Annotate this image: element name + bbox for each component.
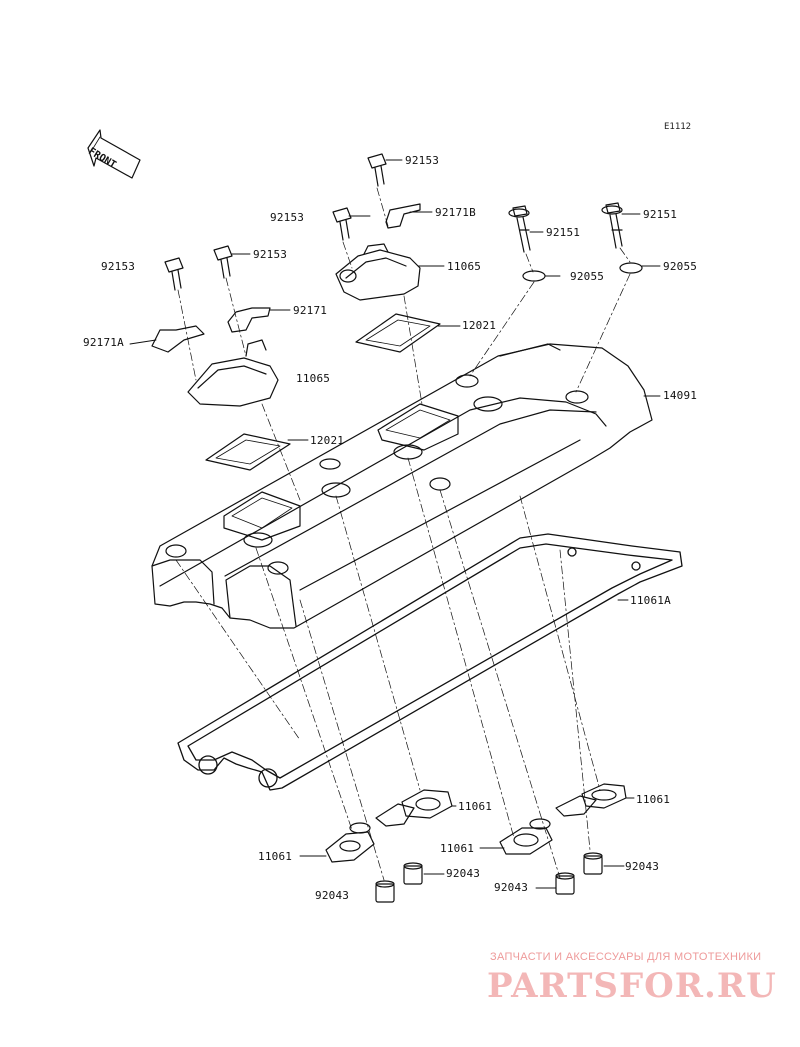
breather-cover-upper <box>335 243 421 301</box>
part-label-92153: 92153 <box>405 154 440 167</box>
part-label-92043: 92043 <box>315 889 350 902</box>
plug-gasket-mid-left <box>375 789 453 827</box>
part-label-92055: 92055 <box>663 260 698 273</box>
part-label-14091: 14091 <box>663 389 698 402</box>
plug-gasket-right <box>555 783 627 817</box>
part-label-11061: 11061 <box>458 800 493 813</box>
breather-gasket-upper <box>355 313 441 353</box>
clamp-92171 <box>227 307 271 333</box>
part-label-92151: 92151 <box>546 226 581 239</box>
watermark-logo: PARTSFOR.RU <box>487 966 777 1006</box>
clamp-92171A <box>151 325 205 353</box>
part-label-92055: 92055 <box>570 270 605 283</box>
sleeve-92043-c <box>555 872 575 895</box>
part-label-11065: 11065 <box>447 260 482 273</box>
leader-lines <box>129 159 661 889</box>
part-label-92153: 92153 <box>253 248 288 261</box>
bolt-92151-right <box>601 202 623 249</box>
part-label-12021: 12021 <box>310 434 345 447</box>
plug-gasket-mid-right <box>499 818 553 855</box>
part-label-11061: 11061 <box>636 793 671 806</box>
part-label-92043: 92043 <box>625 860 660 873</box>
part-label-92171B: 92171B <box>435 206 476 219</box>
part-label-11065: 11065 <box>296 372 331 385</box>
front-arrow-icon <box>87 129 141 179</box>
breather-gasket-lower <box>205 433 291 471</box>
part-label-92043: 92043 <box>494 881 529 894</box>
sleeve-92043-a <box>375 880 395 903</box>
bolt-92151-left <box>508 205 531 253</box>
plug-gasket-left <box>325 822 375 863</box>
bolt-92153-top <box>367 153 387 187</box>
part-label-11061: 11061 <box>440 842 475 855</box>
watermark-tagline: ЗАПЧАСТИ И АКСЕССУАРЫ ДЛЯ МОТОТЕХНИКИ <box>490 951 762 963</box>
part-label-92153: 92153 <box>270 211 305 224</box>
bolt-92153-left2 <box>213 245 233 279</box>
diagram-reference-code: E1112 <box>664 122 692 132</box>
part-label-92043: 92043 <box>446 867 481 880</box>
washer-92055-left <box>522 270 546 282</box>
assembly-lines <box>175 187 631 881</box>
bolt-92153-left1 <box>164 257 184 291</box>
washer-92055-right <box>619 262 643 274</box>
part-label-92151: 92151 <box>643 208 678 221</box>
part-label-92153: 92153 <box>101 260 136 273</box>
sleeve-92043-b <box>403 862 423 885</box>
head-cover-gasket <box>177 533 683 791</box>
part-label-12021: 12021 <box>462 319 497 332</box>
part-label-11061A: 11061A <box>630 594 671 607</box>
part-label-92171A: 92171A <box>83 336 124 349</box>
sleeve-92043-d <box>583 852 603 875</box>
breather-cover-lower <box>187 339 279 407</box>
part-label-11061: 11061 <box>258 850 293 863</box>
clamp-92171B <box>385 203 421 229</box>
part-label-92171: 92171 <box>293 304 328 317</box>
bolt-92153-mid <box>332 207 352 241</box>
cylinder-head-cover <box>151 343 653 629</box>
